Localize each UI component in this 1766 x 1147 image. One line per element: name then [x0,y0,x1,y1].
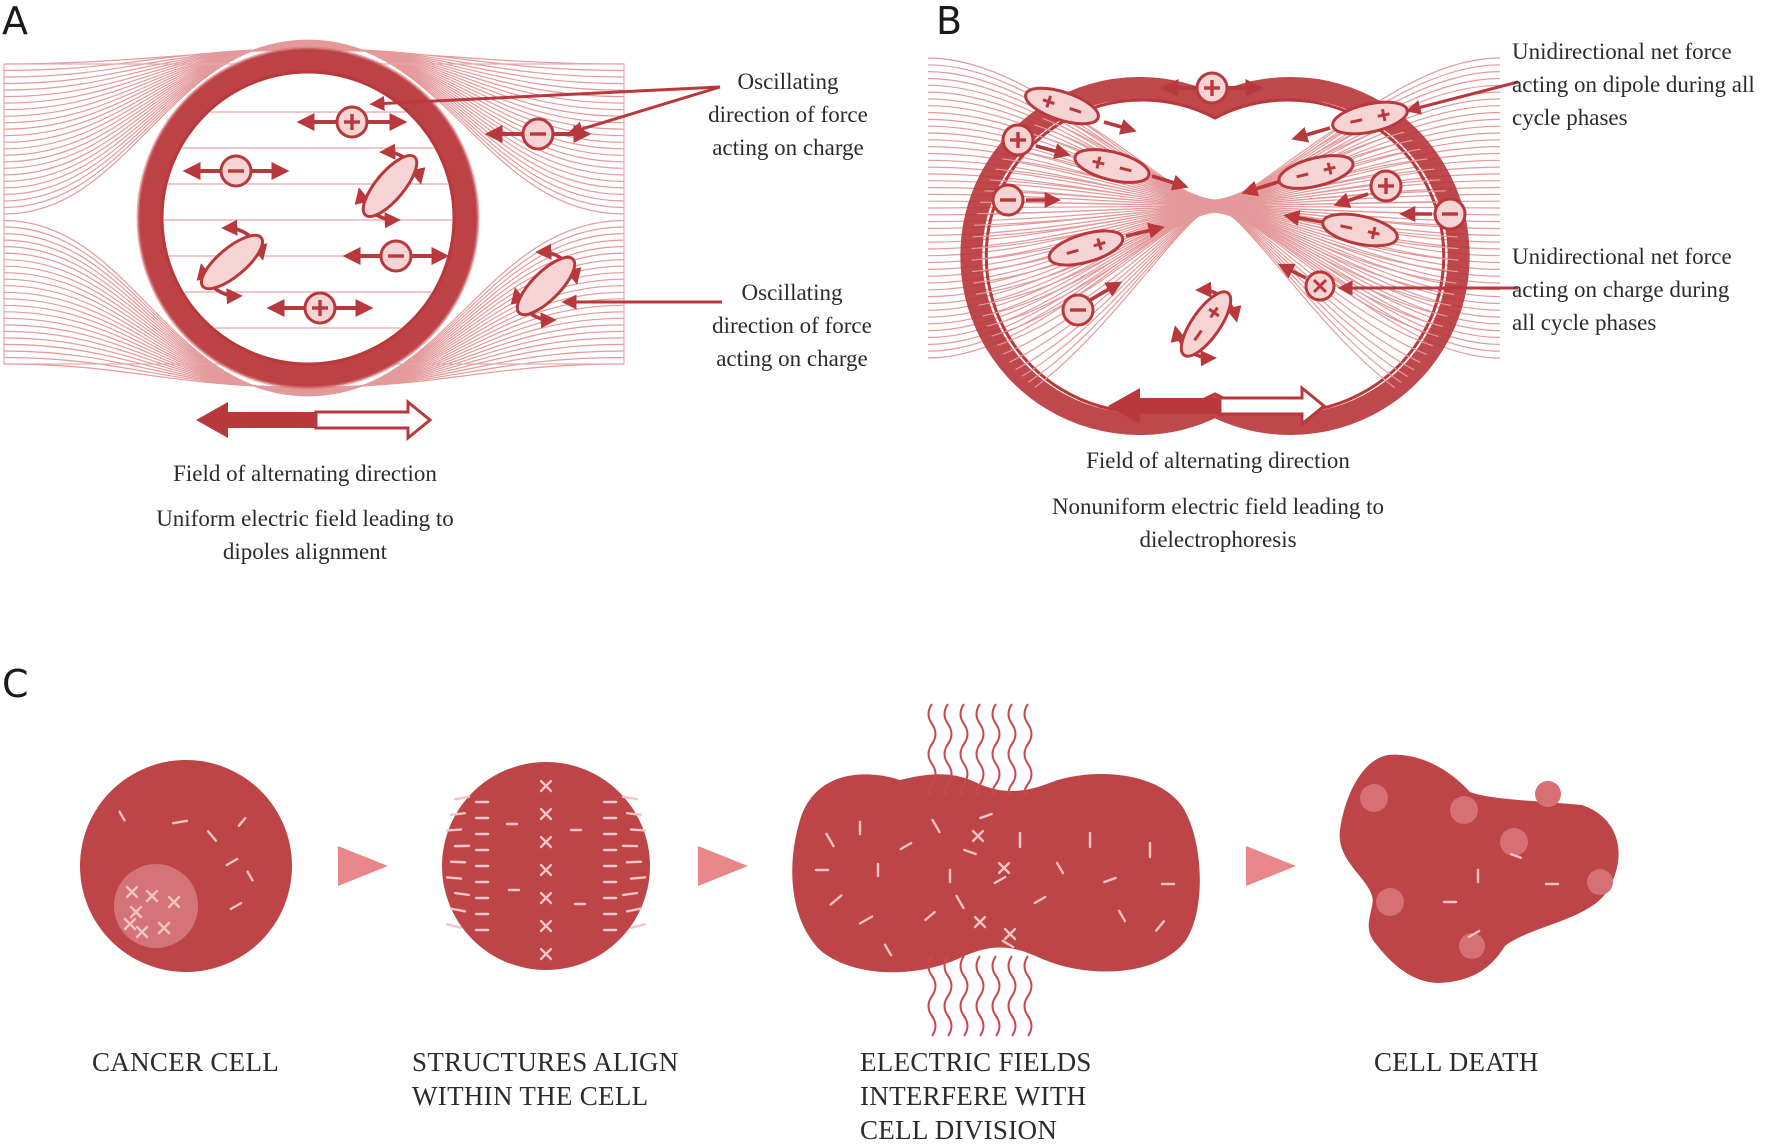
dipole-icon [1173,285,1240,363]
cancer-cell-illustration [80,760,292,972]
dividing-cell-illustration [792,704,1200,1036]
step-caption-cancer-cell: CANCER CELL [92,1045,279,1079]
panel-b-field-label: Field of alternating direction [1018,444,1418,477]
dipole-icon [1046,224,1127,272]
step-caption-cell-death: CELL DEATH [1374,1045,1539,1079]
panel-a-callout-top: Oscillating direction of force acting on… [688,65,888,164]
panel-a-field-arrow [196,402,430,438]
panel-b-cell-membrane [971,88,1458,424]
aligned-structures-cell-illustration [442,762,650,970]
panel-label-a: A [2,2,28,40]
panel-label-c: C [2,665,29,703]
panel-a-callout-bottom: Oscillating direction of force acting on… [692,276,892,375]
panel-b-callout-bottom: Unidirectional net force acting on charg… [1512,240,1766,339]
panel-label-b: B [936,2,962,40]
panel-b-callout-top: Unidirectional net force acting on dipol… [1512,35,1766,134]
step-caption-electric-fields: ELECTRIC FIELDS INTERFERE WITH CELL DIVI… [860,1045,1092,1147]
step-arrow-icon [698,846,748,886]
dipole-icon [1320,208,1400,251]
step-arrow-icon [1246,846,1296,886]
step-caption-structures-align: STRUCTURES ALIGN WITHIN THE CELL [412,1045,679,1113]
panel-a-description: Uniform electric field leading to dipole… [105,502,505,568]
panel-b-callout-top-line [1410,82,1518,110]
panel-a-field-label: Field of alternating direction [105,457,505,490]
cell-death-illustration [1340,755,1619,983]
dipole-icon [509,249,583,323]
step-arrow-icon [338,846,388,886]
panel-b-description: Nonuniform electric field leading to die… [1018,490,1418,556]
force-arrow-icon [1104,122,1132,130]
force-arrow-icon [1036,146,1066,154]
